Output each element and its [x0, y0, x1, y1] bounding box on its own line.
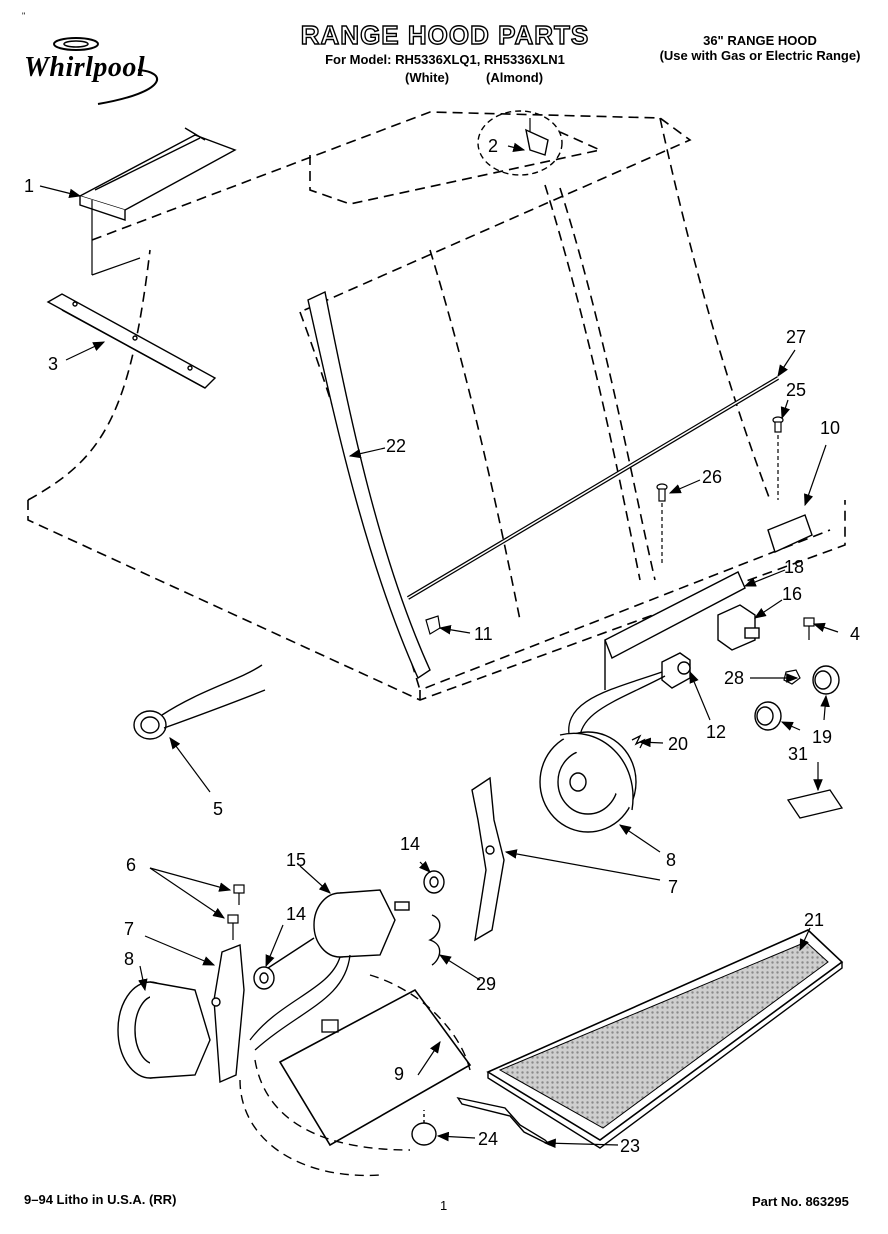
callout-2: 2 — [488, 136, 498, 156]
page-title: RANGE HOOD PARTS — [300, 19, 590, 50]
callout-labels: 1 2 3 4 5 6 7 7 8 8 9 10 11 12 14 14 15 … — [24, 136, 860, 1156]
part-5-socket — [133, 664, 266, 740]
footer-page-number: 1 — [440, 1198, 448, 1213]
part-8-blower-wheel-right — [539, 731, 637, 833]
part-28-nut — [783, 669, 801, 685]
callout-23: 23 — [620, 1136, 640, 1156]
part-1-vent-damper — [78, 127, 237, 221]
part-4-screw — [803, 617, 815, 640]
footer-part-number: Part No. 863295 — [752, 1194, 849, 1209]
product-subtitle: (Use with Gas or Electric Range) — [659, 48, 861, 63]
part-31-label — [786, 789, 844, 819]
callout-11: 11 — [474, 624, 493, 644]
part-19-knob — [754, 665, 840, 731]
part-12-switch — [661, 652, 691, 689]
callout-7-right: 7 — [668, 877, 678, 897]
callout-8-left: 8 — [124, 949, 134, 969]
callout-31: 31 — [788, 744, 808, 764]
callout-14-right: 14 — [400, 834, 420, 854]
callout-14-left: 14 — [286, 904, 306, 924]
blower-housing-outline — [239, 974, 471, 1177]
callout-1: 1 — [24, 176, 34, 196]
logo-swirl-icon — [53, 37, 158, 105]
callout-19: 19 — [812, 727, 832, 747]
part-10-nameplate — [767, 514, 813, 553]
leader-lines — [39, 142, 839, 1149]
footer-litho: 9–94 Litho in U.S.A. (RR) — [24, 1192, 177, 1207]
part-7-bracket-left — [211, 944, 245, 1084]
part-9-wire-harness — [278, 988, 472, 1147]
hood-outline — [27, 111, 846, 701]
callout-15: 15 — [286, 850, 306, 870]
variant-almond: (Almond) — [486, 70, 544, 85]
callout-7-left: 7 — [124, 919, 134, 939]
callout-26: 26 — [702, 467, 722, 487]
part-14-grommet — [253, 870, 445, 990]
whirlpool-logo: Whirlpool — [18, 30, 188, 110]
part-24-knob — [411, 1110, 437, 1146]
part-2-light-switch — [477, 110, 563, 176]
part-18-control-panel — [604, 571, 746, 690]
callout-20: 20 — [668, 734, 688, 754]
callout-5: 5 — [213, 799, 223, 819]
callout-8-right: 8 — [666, 850, 676, 870]
part-29-clip — [428, 914, 441, 966]
callout-18: 18 — [784, 557, 804, 577]
callout-12: 12 — [706, 722, 726, 742]
callout-3: 3 — [48, 354, 58, 374]
callout-24: 24 — [478, 1129, 498, 1149]
part-3-bracket — [46, 293, 217, 389]
callout-9: 9 — [394, 1064, 404, 1084]
corner-mark: " — [22, 11, 26, 21]
callout-29: 29 — [476, 974, 496, 994]
callout-6: 6 — [126, 855, 136, 875]
variant-white: (White) — [405, 70, 450, 85]
part-16-fan-switch — [717, 604, 760, 651]
callout-10: 10 — [820, 418, 840, 438]
callout-16: 16 — [782, 584, 802, 604]
callout-21: 21 — [804, 910, 824, 930]
part-22-trim-strip — [307, 290, 431, 680]
callout-25: 25 — [786, 380, 806, 400]
callout-27: 27 — [786, 327, 806, 347]
part-8-blower-wheel-left — [117, 981, 211, 1079]
part-15-motor — [267, 889, 410, 969]
part-11-screw — [425, 615, 441, 635]
callout-22: 22 — [386, 436, 406, 456]
callout-4: 4 — [850, 624, 860, 644]
part-21-grease-filter — [486, 929, 844, 1149]
part-26-pin — [656, 483, 668, 565]
model-line: For Model: RH5336XLQ1, RH5336XLN1 — [325, 52, 565, 67]
callout-28: 28 — [724, 668, 744, 688]
part-7-bracket-right — [471, 776, 505, 942]
part-6-screws — [227, 884, 245, 940]
product-title: 36" RANGE HOOD — [703, 33, 817, 48]
part-25-pin — [772, 416, 784, 500]
brand-name: Whirlpool — [24, 52, 146, 83]
